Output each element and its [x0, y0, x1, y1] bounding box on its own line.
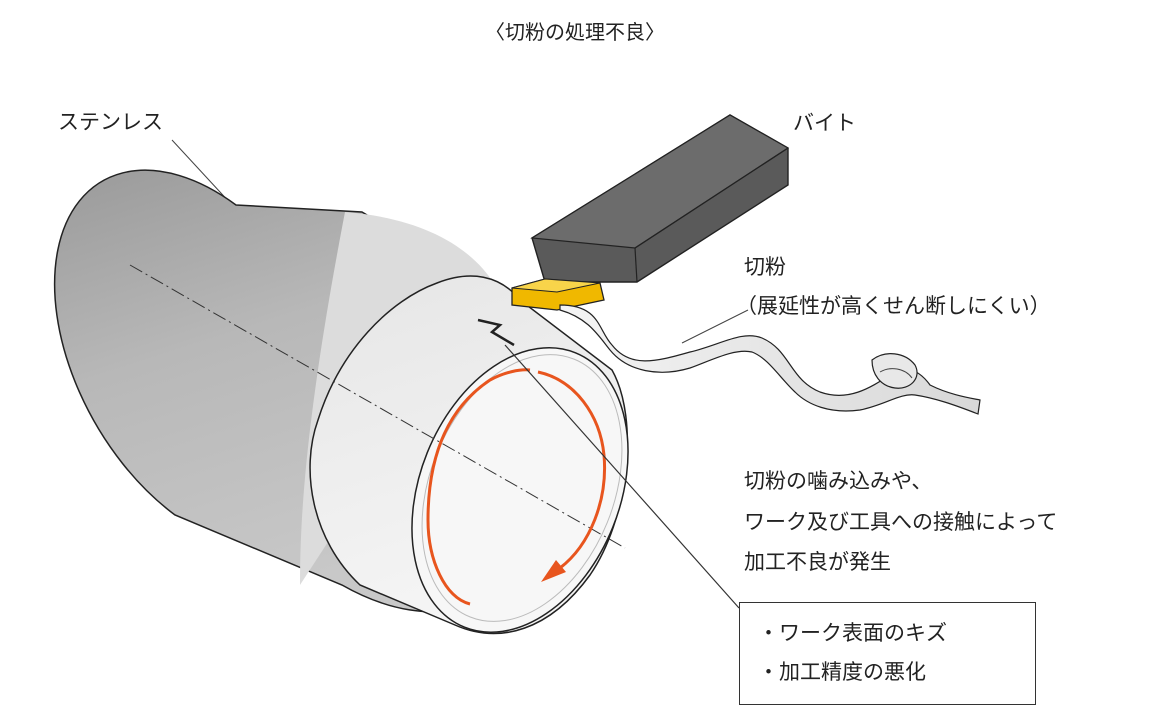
- rotation-arrow-icon: [537, 370, 607, 570]
- chip-label: 切粉: [744, 255, 786, 279]
- page-title: 〈切粉の処理不良〉: [485, 20, 665, 44]
- rotation-arrowhead-icon: [541, 560, 566, 582]
- center-axis-line: [129, 264, 626, 549]
- chip-curl: [871, 353, 918, 389]
- result-box: ・ワーク表面のキズ ・加工精度の悪化: [739, 602, 1036, 705]
- tool-label: バイト: [793, 111, 856, 135]
- workpiece-end-face: [411, 347, 629, 633]
- chip-ribbon: [559, 304, 981, 415]
- rotation-arrow-back: [426, 368, 531, 606]
- stainless-leader-line: [171, 139, 233, 206]
- note-line-3: 加工不良が発生: [744, 550, 891, 574]
- note-line-2: ワーク及び工具への接触によって: [744, 510, 1058, 534]
- chip-description: （展延性が高くせん断しにくい）: [736, 294, 1051, 318]
- chip-leader-line: [681, 309, 749, 344]
- surface-scratch-mark: [477, 318, 515, 347]
- note-line-1: 切粉の噛み込みや、: [744, 469, 933, 493]
- result-item: ・ワーク表面のキズ: [758, 621, 947, 645]
- result-item: ・加工精度の悪化: [758, 660, 926, 684]
- stainless-label: ステンレス: [58, 110, 163, 134]
- result-leader-line: [504, 344, 740, 609]
